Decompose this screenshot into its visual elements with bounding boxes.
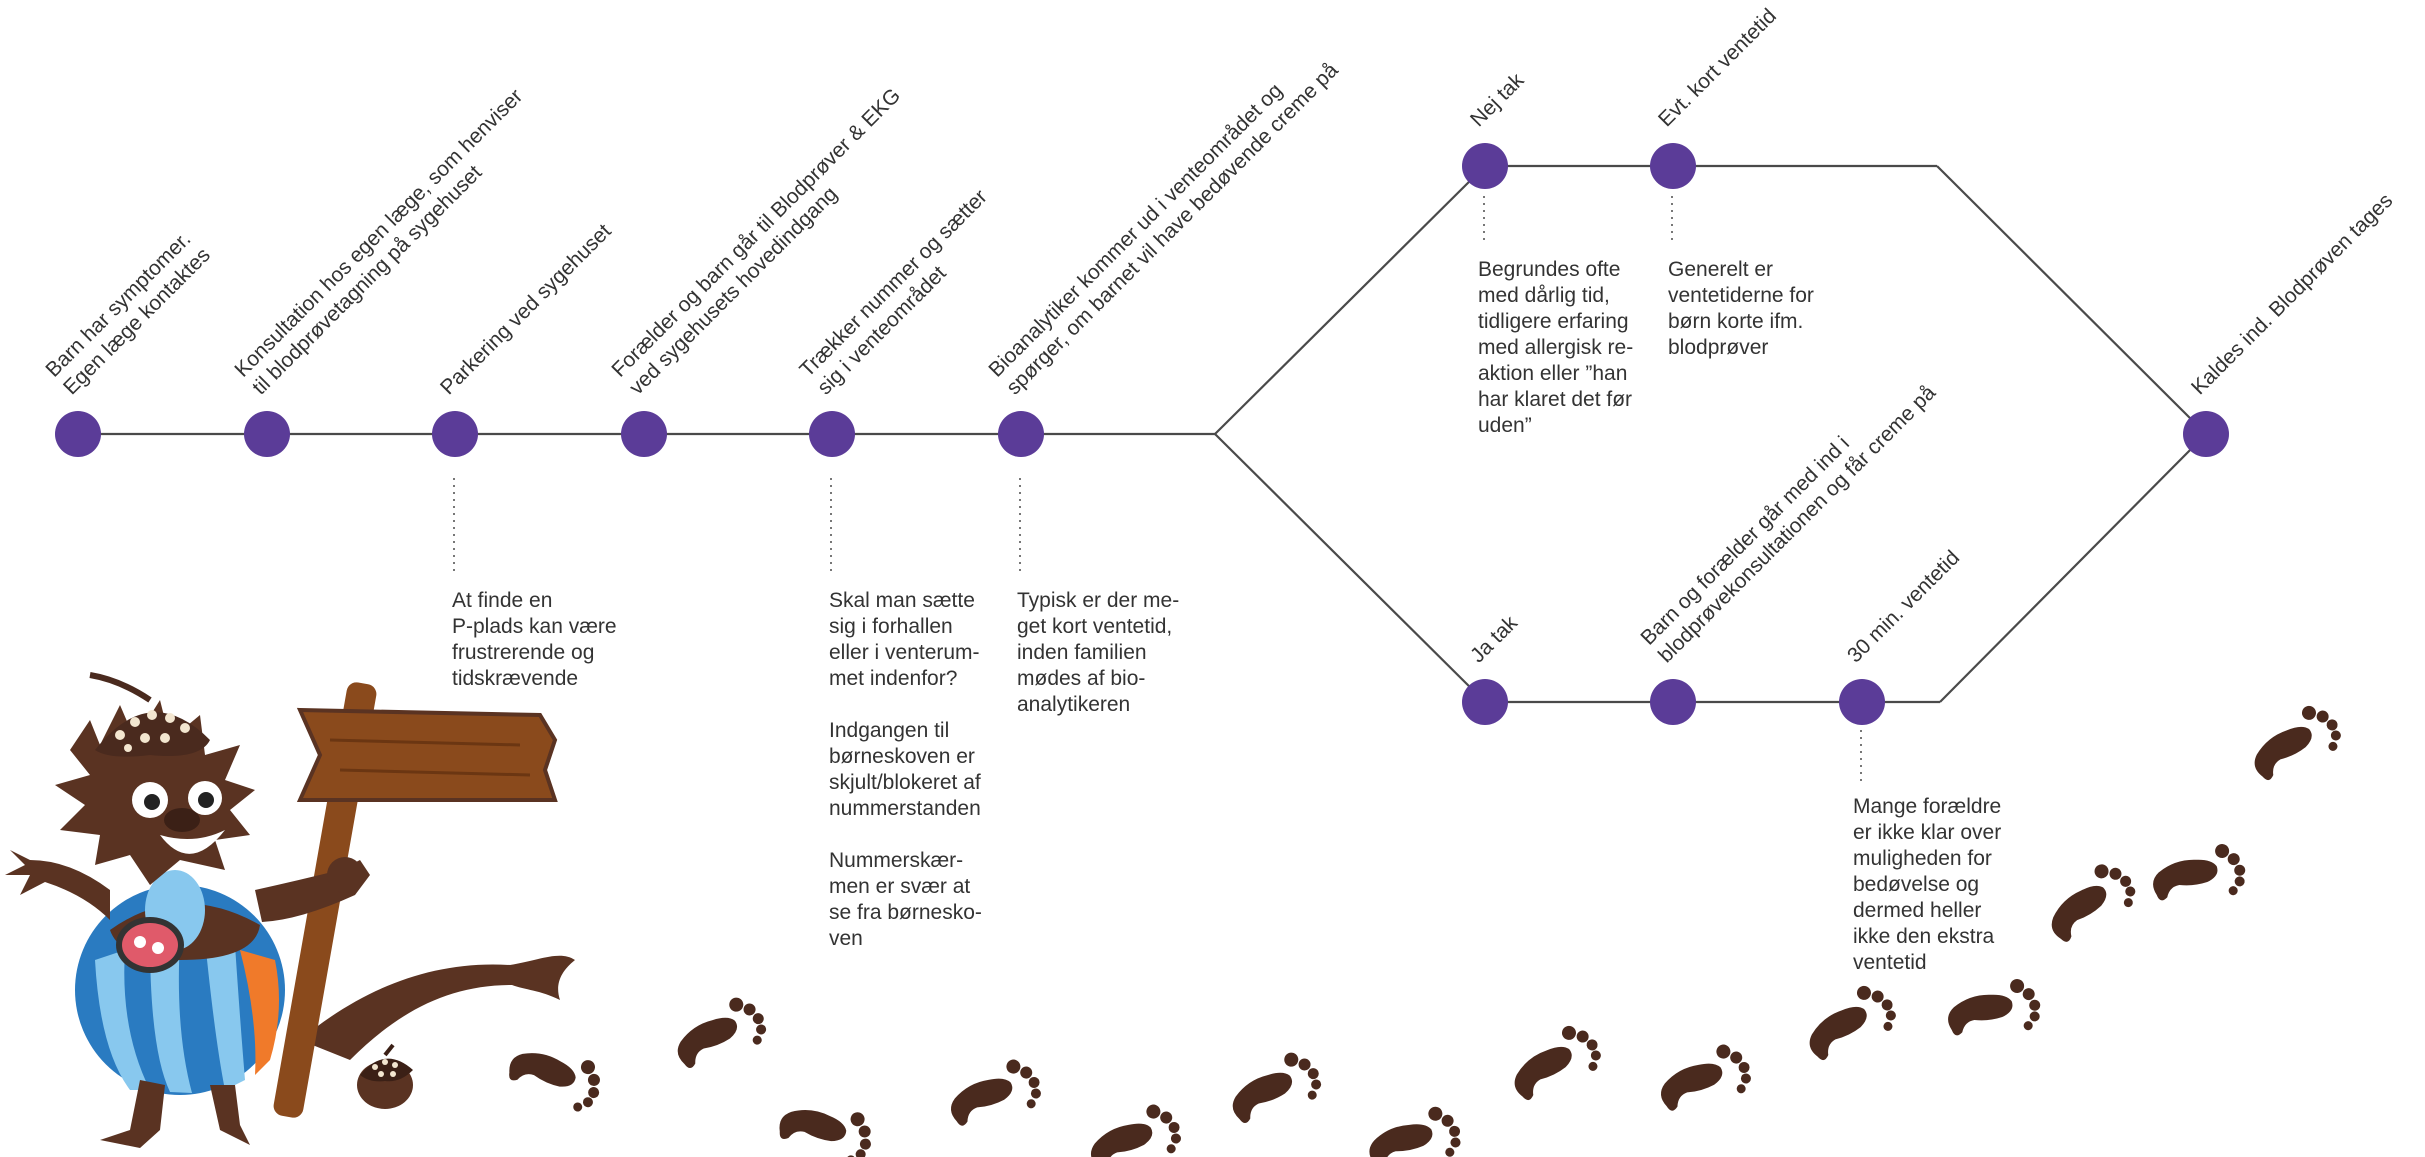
step-node-parking bbox=[432, 411, 478, 457]
step-node-called-in bbox=[2183, 411, 2229, 457]
note-short-wait: Generelt er ventetiderne for børn korte … bbox=[1668, 258, 1814, 359]
step-node-ticket bbox=[809, 411, 855, 457]
note-no-thanks: Begrundes ofte med dårlig tid, tidligere… bbox=[1478, 258, 1634, 437]
journey-connectors bbox=[78, 164, 2207, 704]
footprint-icon bbox=[951, 1059, 1041, 1126]
footprint-icon bbox=[1369, 1106, 1461, 1157]
note-wait-30: Mange forældre er ikke klar over mulighe… bbox=[1853, 795, 2002, 974]
footprint-icon bbox=[2051, 864, 2136, 942]
connector-line bbox=[1214, 165, 1486, 435]
footprint-icon bbox=[1514, 1025, 1601, 1101]
note-ticket: Skal man sætte sig i forhallen eller i v… bbox=[829, 589, 982, 950]
step-node-bioanalyst bbox=[998, 411, 1044, 457]
acorn-icon bbox=[357, 1043, 413, 1109]
footprint-icon bbox=[1809, 985, 1896, 1061]
note-leaders bbox=[453, 196, 1862, 785]
step-nodes bbox=[55, 143, 2229, 725]
connector-line bbox=[1936, 165, 2207, 435]
step-node-wait-30 bbox=[1839, 679, 1885, 725]
footprint-icon bbox=[677, 997, 767, 1069]
step-node-yes-thanks bbox=[1462, 679, 1508, 725]
step-node-consultation bbox=[1650, 679, 1696, 725]
footprint-icon bbox=[1232, 1052, 1322, 1124]
footprint-icon bbox=[1661, 1044, 1751, 1111]
step-node-no-thanks bbox=[1462, 143, 1508, 189]
connector-line bbox=[1939, 433, 2207, 703]
step-node-short-wait bbox=[1650, 143, 1696, 189]
footprint-icon bbox=[779, 1110, 871, 1157]
footprint-icon bbox=[2153, 844, 2246, 901]
note-bioanalyst: Typisk er der me- get kort ventetid, ind… bbox=[1017, 589, 1180, 716]
forest-troll-mascot bbox=[5, 672, 575, 1148]
footprint-icon bbox=[509, 1053, 600, 1112]
footprint-icon bbox=[1091, 1104, 1181, 1157]
step-node-symptoms bbox=[55, 411, 101, 457]
footprint-icon bbox=[2254, 705, 2341, 781]
connector-line bbox=[1214, 433, 1486, 703]
step-node-entrance bbox=[621, 411, 667, 457]
footprints-trail bbox=[509, 705, 2341, 1157]
step-node-gp bbox=[244, 411, 290, 457]
note-parking: At finde en P-plads kan være frustrerend… bbox=[452, 589, 617, 690]
footprint-icon bbox=[1948, 979, 2041, 1036]
